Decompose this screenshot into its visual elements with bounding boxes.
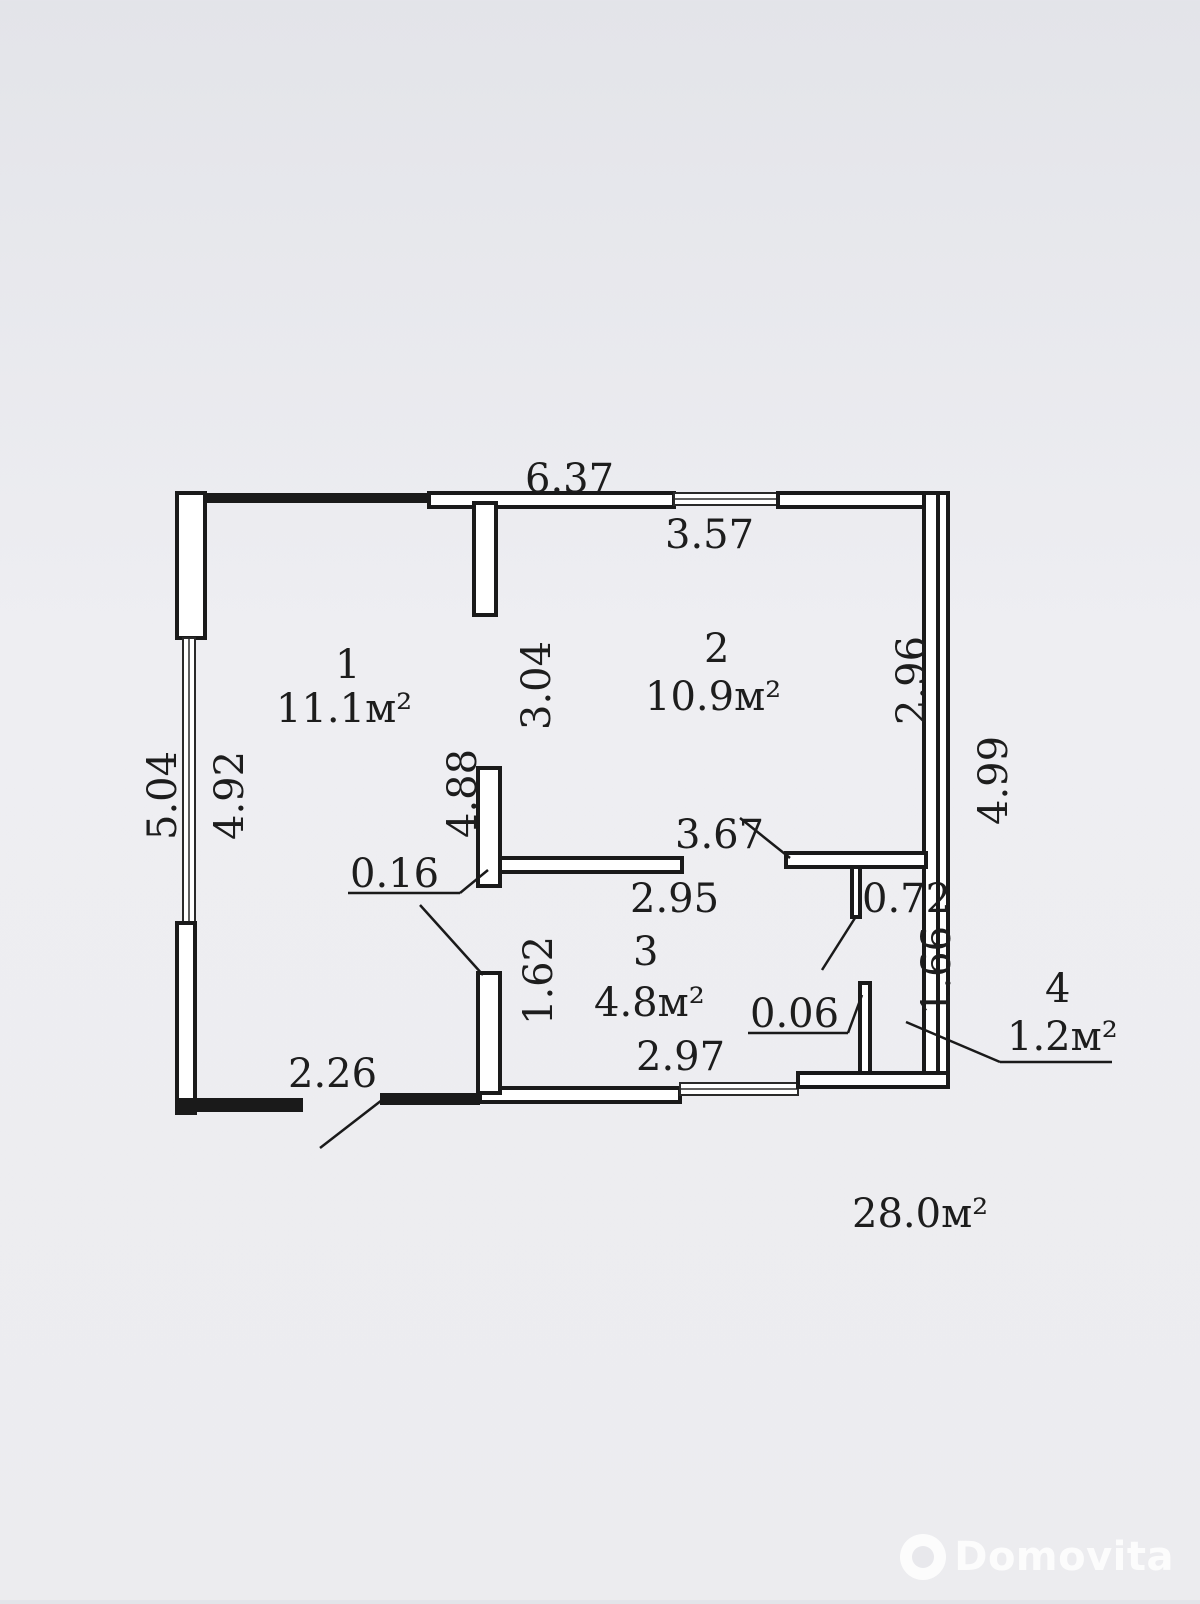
corridor-wall (500, 858, 682, 872)
leader-room4 (906, 1022, 1000, 1062)
entrance-door (380, 1093, 480, 1105)
wall-left-upper (177, 493, 205, 638)
leader-0-72 (822, 918, 855, 970)
watermark-text: Domovita (954, 1534, 1174, 1580)
bath-door-jamb (852, 867, 860, 917)
room-4-number: 4 (1045, 966, 1070, 1012)
dim-bath-height: 1.66 (914, 926, 960, 1015)
dim-bottom-room3: 2.97 (636, 1034, 725, 1080)
dim-right-inner: 2.96 (889, 636, 935, 725)
room-2-area: 10.9м² (645, 674, 781, 720)
dim-left-inner: 4.92 (207, 751, 253, 840)
room-3-number: 3 (633, 929, 658, 975)
watermark: Domovita (900, 1534, 1174, 1580)
bath-top-wall (786, 853, 926, 867)
dim-left-outer: 5.04 (140, 751, 186, 840)
dim-corridor-top: 3.67 (675, 812, 764, 858)
dim-corridor-mid: 2.95 (630, 876, 719, 922)
dim-partition-lower: 1.62 (516, 936, 562, 1025)
dim-partition-upper: 3.04 (514, 641, 560, 730)
room-1-area: 11.1м² (276, 686, 412, 732)
room-4-area: 1.2м² (1007, 1014, 1118, 1060)
dim-right-outer: 4.99 (971, 736, 1017, 825)
dim-top-outer: 6.37 (525, 456, 614, 502)
room-2-number: 2 (704, 626, 729, 672)
wall-left-lower (177, 923, 195, 1113)
leader-2-26 (320, 1100, 382, 1148)
wall-top-left (177, 493, 429, 503)
wall-bottom-mid (480, 1088, 680, 1102)
partition-upper (474, 503, 496, 615)
leader-1-62 (420, 905, 483, 975)
partition-lower (478, 973, 500, 1093)
wall-top-right (778, 493, 938, 507)
dim-bottom-room1: 2.26 (288, 1051, 377, 1097)
wall-bottom-right (798, 1073, 948, 1087)
total-area: 28.0м² (852, 1191, 988, 1237)
dim-wall-thickness: 0.16 (350, 851, 439, 897)
wall-bottom-left (177, 1098, 303, 1112)
dim-bath-width: 0.72 (862, 876, 951, 922)
dim-partition-height: 4.88 (440, 749, 486, 838)
dim-top-inner: 3.57 (665, 512, 754, 558)
dim-thin-wall: 0.06 (750, 991, 839, 1037)
room-3-area: 4.8м² (594, 980, 705, 1026)
room-1-number: 1 (335, 642, 360, 688)
domovita-logo-icon (900, 1534, 946, 1580)
